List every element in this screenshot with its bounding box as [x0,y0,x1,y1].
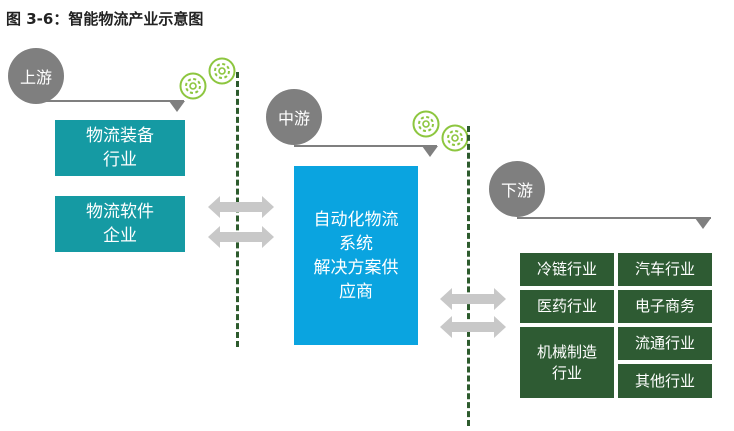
downstream-box-other: 其他行业 [618,364,712,398]
box-text-line: 应商 [339,281,373,302]
box-text-line: 流通行业 [634,334,695,352]
stage-upstream-circle: 上游 [8,48,64,104]
box-text-line: 系统 [339,233,373,254]
box-text-line: 汽车行业 [634,260,695,278]
box-text-line: 其他行业 [634,371,695,390]
gear-icon [208,57,236,85]
downstream-box-automotive: 汽车行业 [618,253,712,286]
midstream-divider [294,145,437,147]
box-text-line: 行业 [551,363,582,382]
downstream-pointer [695,218,711,229]
upstream-divider [36,100,184,102]
box-text-line: 电子商务 [634,297,695,315]
box-text-line: 机械制造 [536,342,597,361]
box-text-line: 行业 [103,150,137,170]
stage-downstream-label: 下游 [500,181,533,200]
downstream-box-cold-chain: 冷链行业 [520,253,614,286]
figure-title: 图 3-6：智能物流产业示意图 [6,10,204,28]
gear-icon [179,72,207,100]
midstream-pointer [422,146,438,157]
downstream-box-ecommerce: 电子商务 [618,290,712,323]
upstream-pointer [169,101,185,112]
box-text-line: 冷链行业 [536,260,597,278]
box-text-line: 物流软件 [86,202,154,222]
box-text-line: 自动化物流 [313,209,399,230]
box-text-line: 物流装备 [86,126,154,146]
stage-downstream-circle: 下游 [489,161,545,217]
midstream-boundary-dashed-line [467,126,470,426]
stage-midstream-label: 中游 [277,109,310,128]
double-arrow-icon [440,288,506,310]
downstream-box-distribution: 流通行业 [618,327,712,360]
box-text-line: 医药行业 [536,297,597,315]
midstream-box-automation-solution: 自动化物流 系统 解决方案供 应商 [294,166,418,345]
box-text-line: 企业 [103,226,137,246]
gear-icon [441,124,469,152]
downstream-divider [517,217,711,219]
downstream-box-pharma: 医药行业 [520,290,614,323]
stage-upstream-label: 上游 [19,68,52,87]
gear-icon [412,110,440,138]
double-arrow-icon [208,196,274,218]
downstream-box-machinery: 机械制造 行业 [520,327,614,398]
upstream-box-equipment: 物流装备 行业 [55,120,185,176]
box-text-line: 解决方案供 [313,257,399,278]
stage-midstream-circle: 中游 [266,89,322,145]
double-arrow-icon [440,316,506,338]
double-arrow-icon [208,226,274,248]
upstream-box-software: 物流软件 企业 [55,196,185,252]
